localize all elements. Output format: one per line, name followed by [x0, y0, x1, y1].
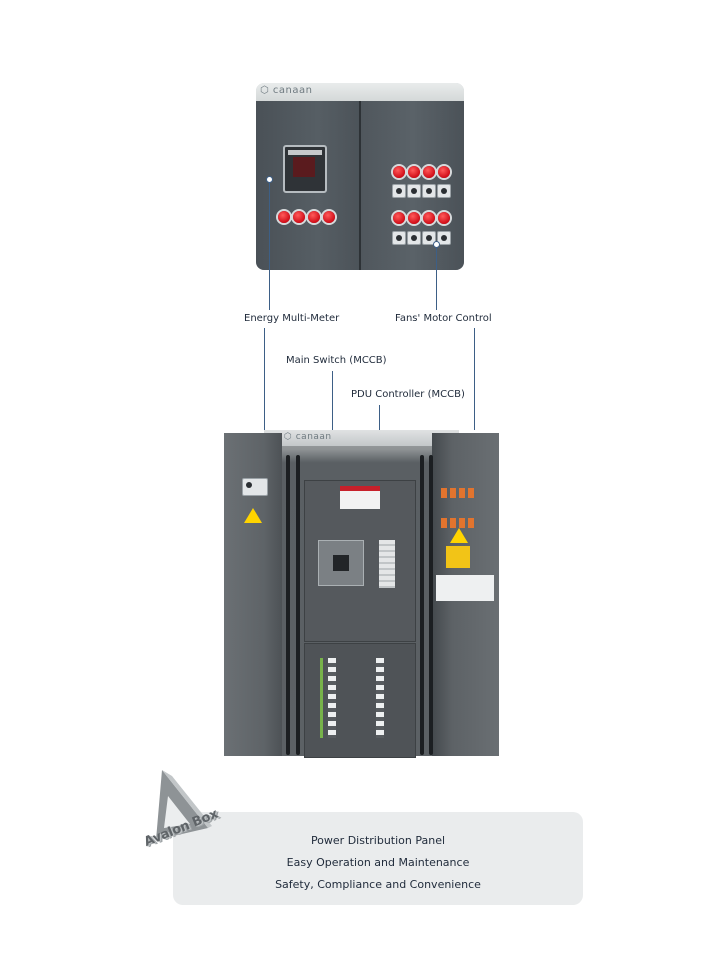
brand-logo-top: ⬡ canaan: [260, 85, 312, 96]
fan-selector-switch: [392, 231, 406, 245]
cable-bundle: [286, 455, 290, 755]
breaker-column: [376, 658, 384, 738]
fan-indicator-button: [393, 212, 405, 224]
fan-indicator-button: [423, 212, 435, 224]
fan-control-relay: [441, 518, 447, 528]
fan-indicator-button: [438, 166, 450, 178]
fan-indicator-button: [408, 212, 420, 224]
fans-motor-label: Fans' Motor Control: [395, 313, 492, 324]
energy-meter-connector-bottom: [264, 328, 265, 468]
meter-top-strip: [288, 150, 322, 155]
fan-control-relay: [441, 488, 447, 498]
fan-control-relay: [459, 488, 465, 498]
banner-line-title: Power Distribution Panel: [310, 834, 446, 847]
energy-meter-label: Energy Multi-Meter: [244, 313, 340, 324]
control-panel-closeup-photo: ⬡ canaan: [256, 83, 464, 270]
busbar-strip: [320, 658, 323, 738]
fan-control-relay: [468, 518, 474, 528]
indicator-button: [308, 211, 320, 223]
connector-dot: [266, 176, 273, 183]
energy-multi-meter-device: [283, 145, 327, 193]
cable-bundle: [296, 455, 300, 755]
fan-selector-switch: [407, 231, 421, 245]
brand-name-top: canaan: [272, 85, 313, 96]
fan-selector-switch: [407, 184, 421, 198]
indicator-button: [278, 211, 290, 223]
fan-control-relay: [459, 518, 465, 528]
high-voltage-warning-icon: [244, 508, 262, 523]
fan-control-relay: [450, 488, 456, 498]
avalon-box-triangle-icon: [156, 770, 212, 840]
cabinet-top-bar: [264, 430, 459, 446]
cabinet-header-bar: [256, 83, 464, 101]
fan-selector-switch: [437, 231, 451, 245]
brand-name-cabinet: canaan: [295, 432, 332, 442]
breaker-column: [328, 658, 336, 738]
meter-screen: [293, 157, 315, 177]
wiring-diagram-sheet: [436, 575, 494, 601]
fan-indicator-button: [393, 166, 405, 178]
banner-line-2: Easy Operation and Maintenance: [286, 856, 470, 869]
energy-meter-connector-top: [269, 180, 270, 310]
hexagon-ring-icon: ⬡: [260, 85, 270, 96]
feature-banner: Power Distribution Panel Easy Operation …: [173, 812, 583, 905]
indicator-button: [323, 211, 335, 223]
fans-motor-connector-bottom: [474, 328, 475, 488]
cable-bundle: [429, 455, 433, 755]
main-switch-label: Main Switch (MCCB): [286, 355, 387, 366]
pdu-controller-breakers: [379, 540, 395, 588]
fan-indicator-button: [438, 212, 450, 224]
fan-selector-switch: [422, 184, 436, 198]
fan-indicator-button: [423, 166, 435, 178]
open-cabinet-photo: ⬡ canaan: [224, 430, 499, 758]
danger-warning-label: [340, 486, 380, 509]
door-mounted-meter: [242, 478, 268, 496]
fan-control-relay: [450, 518, 456, 528]
door-seam: [359, 101, 361, 270]
fan-selector-switch: [392, 184, 406, 198]
banner-line-3: Safety, Compliance and Convenience: [275, 878, 481, 891]
fan-selector-switch: [422, 231, 436, 245]
high-voltage-warning-icon: [450, 528, 468, 543]
indicator-button: [293, 211, 305, 223]
connector-dot: [433, 241, 440, 248]
fan-indicator-button: [408, 166, 420, 178]
fan-selector-switch: [437, 184, 451, 198]
avalon-box-logo: Avalon Box: [140, 770, 230, 870]
pdu-controller-label: PDU Controller (MCCB): [351, 389, 465, 400]
hexagon-ring-icon: ⬡: [284, 432, 293, 442]
main-switch-mccb: [318, 540, 364, 586]
fans-motor-connector-top: [436, 245, 437, 310]
brand-logo-cabinet: ⬡ canaan: [284, 432, 332, 442]
fan-control-relay: [468, 488, 474, 498]
cable-bundle: [420, 455, 424, 755]
caution-plate: [446, 546, 470, 568]
